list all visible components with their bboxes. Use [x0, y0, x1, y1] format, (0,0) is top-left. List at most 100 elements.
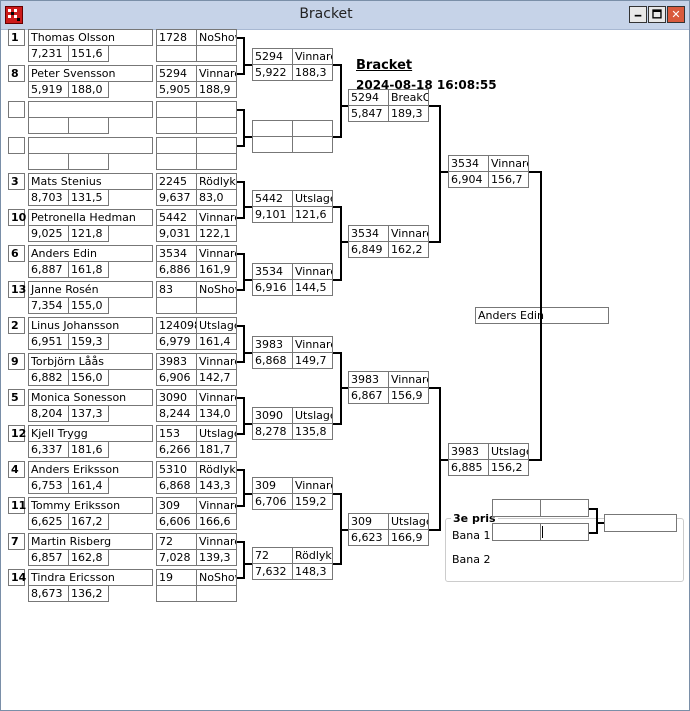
qf-car: 72	[252, 547, 293, 564]
entrant-name[interactable]: Janne Rosén	[28, 281, 153, 298]
entrant-name[interactable]: Kjell Trygg	[28, 425, 153, 442]
minimize-button[interactable]: 🗕	[629, 6, 647, 23]
lane1-status[interactable]	[540, 499, 589, 517]
reaction-speed: 188,0	[68, 81, 109, 98]
title-bar[interactable]: Bracket 🗕 🗖 ✕	[1, 1, 689, 30]
qf-speed: 148,3	[292, 563, 333, 580]
qf-status: Vinnare	[292, 48, 333, 65]
entrant-name[interactable]: Tommy Eriksson	[28, 497, 153, 514]
entrant-name[interactable]: Peter Svensson	[28, 65, 153, 82]
reaction-speed: 151,6	[68, 45, 109, 62]
qf-status: Rödlyktä	[292, 547, 333, 564]
bracket-connector	[333, 563, 341, 565]
sf-status: Utslagen	[388, 513, 429, 530]
bracket-connector	[333, 64, 341, 66]
entrant-name[interactable]: Anders Eriksson	[28, 461, 153, 478]
r1-car: 3983	[156, 353, 197, 370]
bracket-connector	[340, 241, 348, 243]
r1-speed: 161,9	[196, 261, 237, 278]
bracket-connector	[333, 352, 341, 354]
r1-time: 6,868	[156, 477, 197, 494]
qf-car: 309	[252, 477, 293, 494]
third-place-winner	[604, 514, 677, 532]
r1-speed: 181,7	[196, 441, 237, 458]
sf-time: 6,623	[348, 529, 389, 546]
sf-speed: 162,2	[388, 241, 429, 258]
entrant-name[interactable]: Tindra Ericsson	[28, 569, 153, 586]
bracket-connector	[439, 459, 448, 461]
final-speed: 156,2	[488, 459, 529, 476]
r1-speed: 188,9	[196, 81, 237, 98]
bracket-connector	[429, 529, 440, 531]
r1-time	[156, 45, 197, 62]
r1-time: 6,979	[156, 333, 197, 350]
entrant-name[interactable]: Anders Edin	[28, 245, 153, 262]
bracket-connector	[237, 37, 244, 39]
entrant-name[interactable]: Monica Sonesson	[28, 389, 153, 406]
bracket-connector	[237, 217, 244, 219]
r1-status: Vinnare	[196, 389, 237, 406]
bracket-connector	[243, 352, 252, 354]
bracket-connector	[243, 64, 252, 66]
lane1-car[interactable]	[492, 499, 541, 517]
bracket-connector	[243, 109, 245, 147]
seed-number: 12	[8, 425, 26, 442]
sf-car: 5294	[348, 89, 389, 106]
r1-status: Vinnare	[196, 533, 237, 550]
r1-status: Rödlyktä	[196, 461, 237, 478]
r1-car	[156, 137, 197, 154]
qf-car: 3983	[252, 336, 293, 353]
bracket-connector	[333, 136, 341, 138]
entrant-name[interactable]: Thomas Olsson	[28, 29, 153, 46]
reaction-speed: 137,3	[68, 405, 109, 422]
entrant-name[interactable]: Petronella Hedman	[28, 209, 153, 226]
bracket-connector	[439, 171, 448, 173]
timestamp: 2024-08-18 16:08:55	[356, 78, 497, 92]
r1-car	[156, 101, 197, 118]
bracket-connector	[540, 171, 542, 461]
r1-status: NoShow	[196, 281, 237, 298]
reaction-time: 6,753	[28, 477, 69, 494]
qf-speed: 135,8	[292, 423, 333, 440]
seed-number: 13	[8, 281, 26, 298]
entrant-name[interactable]: Torbjörn Låås	[28, 353, 153, 370]
bracket-connector	[243, 325, 245, 363]
bracket-connector	[237, 325, 244, 327]
maximize-button[interactable]: 🗖	[648, 6, 666, 23]
qf-speed: 144,5	[292, 279, 333, 296]
r1-speed: 166,6	[196, 513, 237, 530]
reaction-time: 8,703	[28, 189, 69, 206]
seed-number: 9	[8, 353, 25, 370]
lane2-status[interactable]	[540, 523, 589, 541]
bracket-connector	[542, 526, 543, 538]
r1-speed: 143,3	[196, 477, 237, 494]
bracket-connector	[333, 423, 341, 425]
entrant-name[interactable]	[28, 137, 153, 154]
r1-car: 5294	[156, 65, 197, 82]
entrant-name[interactable]: Linus Johansson	[28, 317, 153, 334]
r1-time: 6,906	[156, 369, 197, 386]
entrant-name[interactable]	[28, 101, 153, 118]
seed-number: 2	[8, 317, 25, 334]
sf-speed: 189,3	[388, 105, 429, 122]
qf-time: 6,868	[252, 352, 293, 369]
bracket-connector	[243, 423, 252, 425]
bracket-area: Bracket 2024-08-18 16:08:55 3e pris Bana…	[1, 29, 689, 710]
r1-status: Vinnare	[196, 65, 237, 82]
r1-speed	[196, 153, 237, 170]
bracket-connector	[237, 361, 244, 363]
close-button[interactable]: ✕	[667, 6, 685, 23]
sf-status: Vinnare	[388, 225, 429, 242]
bracket-connector	[237, 433, 244, 435]
entrant-name[interactable]: Mats Stenius	[28, 173, 153, 190]
qf-time: 8,278	[252, 423, 293, 440]
r1-status: NoShow	[196, 29, 237, 46]
entrant-name[interactable]: Martin Risberg	[28, 533, 153, 550]
sf-car: 309	[348, 513, 389, 530]
bracket-connector	[340, 387, 348, 389]
qf-time: 7,632	[252, 563, 293, 580]
seed-number: 3	[8, 173, 25, 190]
bracket-connector	[333, 206, 341, 208]
r1-speed: 134,0	[196, 405, 237, 422]
lane2-car[interactable]	[492, 523, 541, 541]
